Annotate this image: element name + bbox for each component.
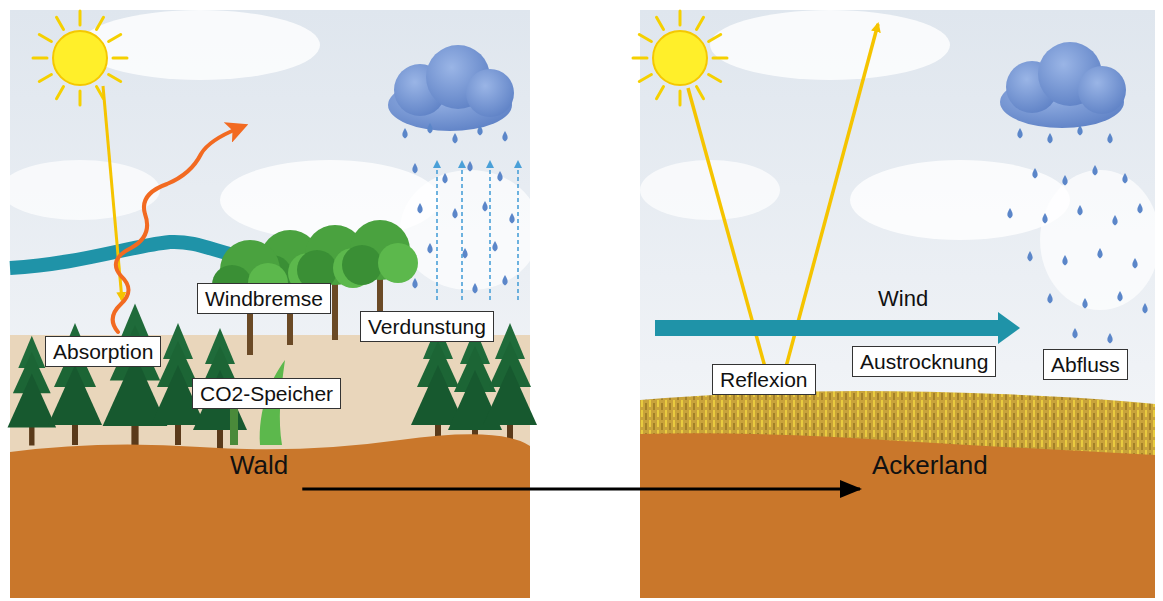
label-text: Austrocknung <box>860 350 988 373</box>
label-box: CO2-Speicher <box>192 378 341 409</box>
label-text: Abfluss <box>1051 353 1120 376</box>
label-box: Verdunstung <box>360 311 494 342</box>
label-box: Absorption <box>45 336 161 367</box>
label-text: Verdunstung <box>368 315 486 338</box>
wind-label: Wind <box>878 286 928 312</box>
label-text: CO2-Speicher <box>200 382 333 405</box>
label-text: Reflexion <box>720 368 808 391</box>
label-box: Windbremse <box>197 283 331 314</box>
label-text: Windbremse <box>205 287 323 310</box>
label-box: Austrocknung <box>852 346 996 377</box>
label-box: Reflexion <box>712 364 816 395</box>
region-name: Wald <box>230 450 288 481</box>
transition-arrow <box>302 488 860 491</box>
label-box: Abfluss <box>1043 349 1128 380</box>
label-text: Absorption <box>53 340 153 363</box>
forest-panel: Wald Absorption WindbremseCO2-Speicher Verd… <box>10 10 530 598</box>
region-name: Ackerland <box>872 450 988 481</box>
